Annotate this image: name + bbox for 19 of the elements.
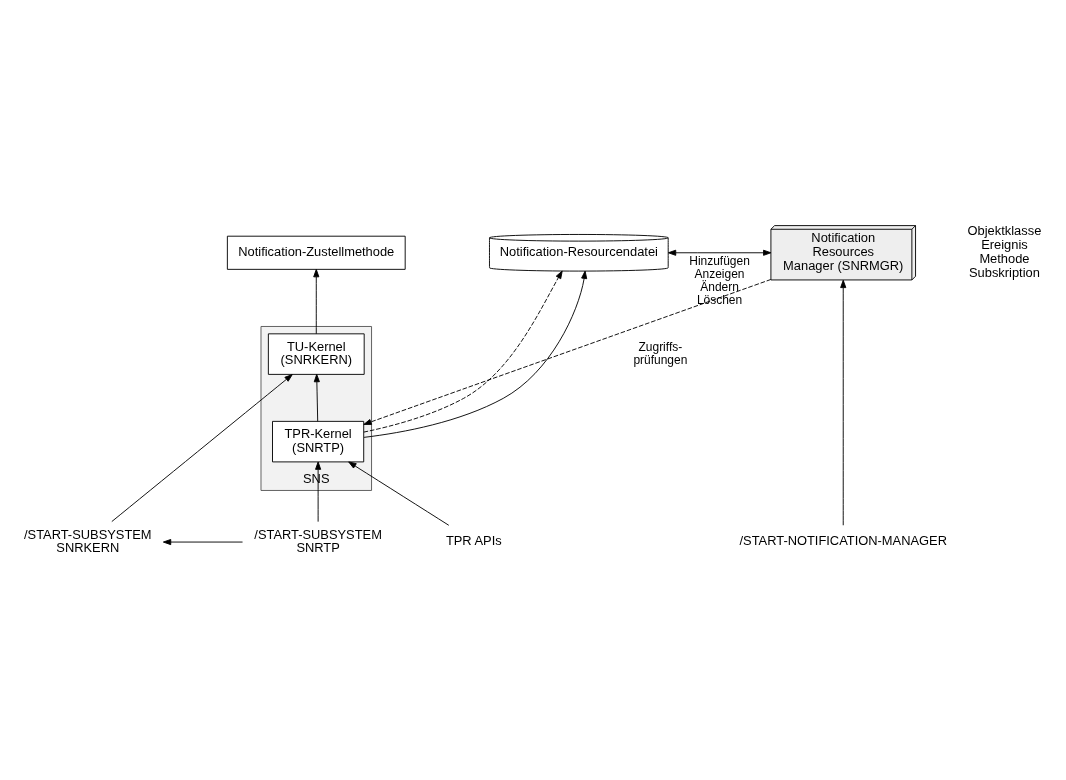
arrow: [363, 278, 772, 425]
node-text: TPR APIs: [445, 532, 502, 548]
node-box: TU-Kernel (SNRKERN): [267, 332, 365, 375]
node-text: /START-SUBSYSTEM SNRKERN: [24, 526, 152, 555]
edge-label: Zugriffs- prüfungen: [633, 339, 688, 367]
arrow: [313, 373, 320, 422]
label: Objektklasse Ereignis Methode Subskription: [967, 222, 1042, 280]
arrow: [840, 279, 847, 526]
arrow: [313, 268, 320, 334]
edge-label: Hinzufügen Anzeigen Ändern Löschen: [689, 253, 750, 307]
node-text: /START-SUBSYSTEM SNRTP: [254, 526, 382, 555]
arrow: [111, 373, 293, 522]
node-box: Notification-Zustellmethode: [226, 235, 406, 270]
arrow: [667, 249, 772, 256]
node-text: /START-NOTIFICATION-MANAGER: [739, 532, 947, 548]
node-box: TPR-Kernel (SNRTP): [272, 420, 365, 462]
arrow: [162, 538, 243, 545]
arrow: [315, 461, 322, 522]
arrow: [348, 460, 450, 526]
